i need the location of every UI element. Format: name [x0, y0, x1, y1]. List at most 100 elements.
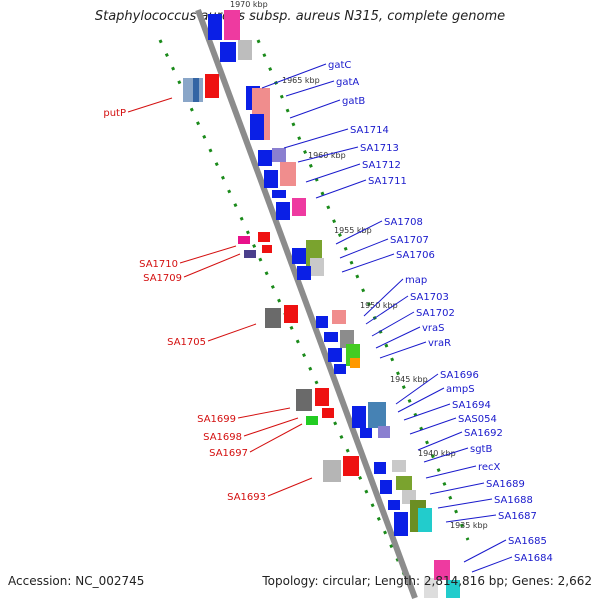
gene-feature[interactable]: [296, 389, 312, 411]
gene-feature[interactable]: [340, 330, 354, 348]
gene-feature[interactable]: [297, 266, 311, 280]
gene-label-leader: [179, 245, 237, 264]
gene-label[interactable]: SA1698: [203, 432, 242, 443]
gene-feature[interactable]: [328, 348, 342, 362]
gene-label-leader: [471, 556, 513, 573]
gene-feature[interactable]: [272, 148, 286, 162]
gene-feature[interactable]: [208, 14, 222, 40]
gene-label[interactable]: SA1688: [494, 495, 533, 506]
gene-feature[interactable]: [380, 480, 392, 494]
gene-label[interactable]: SA1711: [368, 176, 407, 187]
gene-feature[interactable]: [343, 456, 359, 476]
gene-feature[interactable]: [418, 508, 432, 532]
gene-label-leader: [365, 295, 409, 325]
scale-label: 1935 kbp: [450, 521, 488, 530]
scale-label: 1940 kbp: [418, 449, 456, 458]
gene-label[interactable]: SA1694: [452, 400, 491, 411]
gene-label[interactable]: SA1692: [464, 428, 503, 439]
gene-feature[interactable]: [352, 406, 366, 428]
gene-label[interactable]: SAS054: [458, 414, 497, 425]
gene-label[interactable]: recX: [478, 462, 501, 473]
gene-label[interactable]: SA1693: [227, 492, 266, 503]
gene-label-leader: [417, 431, 463, 451]
gene-label[interactable]: sgtB: [470, 444, 492, 455]
gene-label[interactable]: SA1714: [350, 125, 389, 136]
gene-feature[interactable]: [374, 462, 386, 474]
gene-label[interactable]: SA1710: [139, 259, 178, 270]
gene-label[interactable]: SA1707: [390, 235, 429, 246]
gene-label[interactable]: gatA: [336, 77, 359, 88]
gene-label[interactable]: gatB: [342, 96, 365, 107]
gene-feature[interactable]: [276, 202, 290, 220]
gene-feature[interactable]: [272, 190, 286, 198]
gene-feature[interactable]: [258, 232, 270, 242]
gene-feature[interactable]: [360, 428, 372, 438]
gene-label[interactable]: SA1696: [440, 370, 479, 381]
gene-feature[interactable]: [434, 560, 450, 580]
gene-label-leader: [237, 407, 291, 419]
gene-feature[interactable]: [323, 460, 341, 482]
gene-label[interactable]: SA1708: [384, 217, 423, 228]
gene-label[interactable]: SA1685: [508, 536, 547, 547]
gene-feature[interactable]: [238, 40, 252, 60]
gene-label-leader: [463, 539, 507, 563]
gene-feature[interactable]: [396, 476, 412, 490]
scale-label: 1945 kbp: [390, 375, 428, 384]
gene-label-leader: [285, 80, 335, 97]
gene-feature[interactable]: [350, 358, 360, 368]
gene-feature[interactable]: [332, 310, 346, 324]
gene-feature[interactable]: [264, 170, 278, 188]
gene-feature[interactable]: [193, 78, 199, 102]
gene-feature[interactable]: [220, 42, 236, 62]
gene-feature[interactable]: [392, 460, 406, 472]
gene-feature[interactable]: [262, 245, 272, 253]
gene-label[interactable]: SA1705: [167, 337, 206, 348]
gene-feature[interactable]: [306, 416, 318, 425]
gene-feature[interactable]: [292, 248, 306, 264]
right-gene-labels: gatC gatA gatB SA1714SA1713SA1712SA1711SA17…: [261, 60, 553, 573]
gene-label[interactable]: SA1706: [396, 250, 435, 261]
gene-feature[interactable]: [250, 114, 264, 140]
gene-feature[interactable]: [284, 305, 298, 323]
genome-backbone: [195, 8, 418, 600]
gene-label[interactable]: vraR: [428, 338, 451, 349]
gene-label[interactable]: vraS: [422, 323, 445, 334]
gene-label[interactable]: SA1713: [360, 143, 399, 154]
gene-feature[interactable]: [224, 10, 240, 40]
gene-feature[interactable]: [316, 316, 328, 328]
gene-feature[interactable]: [244, 250, 256, 258]
gene-label[interactable]: ampS: [446, 384, 475, 395]
gene-label-leader: [409, 417, 457, 435]
gene-feature[interactable]: [238, 236, 250, 244]
gene-label[interactable]: SA1684: [514, 553, 553, 564]
gene-feature[interactable]: [394, 512, 408, 536]
gene-feature[interactable]: [265, 308, 281, 328]
gene-feature[interactable]: [280, 162, 296, 186]
gene-label[interactable]: putP: [103, 108, 126, 119]
accession-text: Accession: NC_002745: [8, 574, 145, 588]
gene-feature[interactable]: [258, 150, 272, 166]
gene-feature[interactable]: [334, 364, 346, 374]
gene-feature[interactable]: [322, 408, 334, 418]
gene-label[interactable]: SA1712: [362, 160, 401, 171]
gene-feature[interactable]: [310, 258, 324, 276]
gene-feature[interactable]: [388, 500, 400, 510]
gene-feature[interactable]: [378, 426, 390, 438]
gene-label[interactable]: SA1699: [197, 414, 236, 425]
gene-label[interactable]: map: [405, 275, 427, 286]
gene-feature[interactable]: [324, 332, 338, 342]
gene-label[interactable]: SA1697: [209, 448, 248, 459]
gene-label-leader: [341, 253, 395, 273]
gene-feature[interactable]: [292, 198, 306, 216]
gene-label[interactable]: SA1703: [410, 292, 449, 303]
gene-label[interactable]: gatC: [328, 60, 351, 71]
gene-label[interactable]: SA1709: [143, 273, 182, 284]
gene-label[interactable]: SA1687: [498, 511, 537, 522]
gene-feature[interactable]: [446, 580, 460, 598]
gene-feature[interactable]: [368, 402, 386, 428]
gene-feature[interactable]: [424, 578, 438, 598]
gene-feature[interactable]: [205, 74, 219, 98]
gene-label[interactable]: SA1702: [416, 308, 455, 319]
gene-label[interactable]: SA1689: [486, 479, 525, 490]
gene-feature[interactable]: [315, 388, 329, 406]
